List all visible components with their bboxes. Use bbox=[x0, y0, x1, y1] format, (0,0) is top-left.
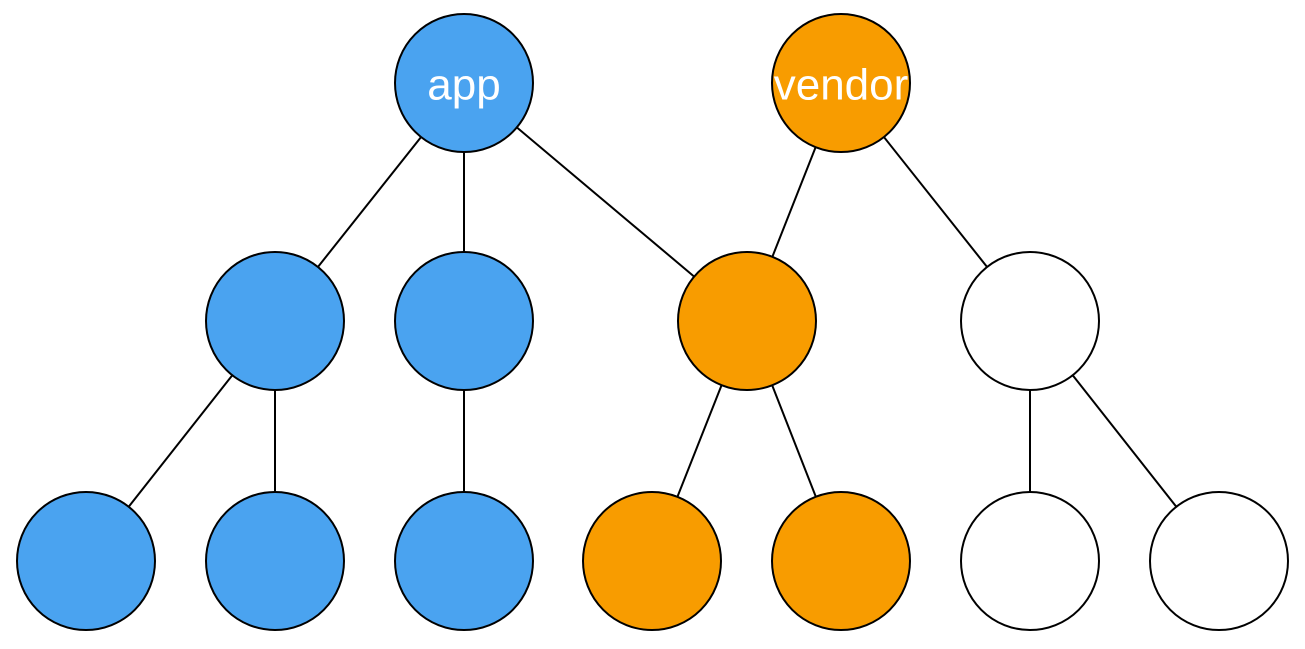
node-a12 bbox=[205, 491, 345, 631]
nodes-layer: app vendor bbox=[16, 13, 1289, 631]
node-app: app bbox=[394, 13, 534, 153]
node-s1 bbox=[677, 251, 817, 391]
node-circle-s1 bbox=[677, 251, 817, 391]
node-s12 bbox=[771, 491, 911, 631]
node-w1 bbox=[960, 251, 1100, 391]
node-circle-s11 bbox=[582, 491, 722, 631]
node-circle-s12 bbox=[771, 491, 911, 631]
node-circle-w12 bbox=[1149, 491, 1289, 631]
node-circle-a12 bbox=[205, 491, 345, 631]
node-w12 bbox=[1149, 491, 1289, 631]
edge-vendor-w1 bbox=[883, 136, 988, 268]
edge-a1-a11 bbox=[127, 374, 234, 508]
edge-s1-s12 bbox=[771, 384, 817, 498]
node-circle-w11 bbox=[960, 491, 1100, 631]
edge-app-s1 bbox=[516, 126, 695, 278]
node-a2 bbox=[394, 251, 534, 391]
node-circle-a1 bbox=[205, 251, 345, 391]
edge-app-a1 bbox=[317, 136, 422, 268]
node-circle-a11 bbox=[16, 491, 156, 631]
node-label-app: app bbox=[427, 61, 500, 110]
node-circle-a2 bbox=[394, 251, 534, 391]
node-vendor: vendor bbox=[771, 13, 911, 153]
edge-w1-w12 bbox=[1071, 374, 1178, 508]
node-w11 bbox=[960, 491, 1100, 631]
node-circle-a21 bbox=[394, 491, 534, 631]
node-circle-app bbox=[394, 13, 534, 153]
node-label-vendor: vendor bbox=[774, 61, 909, 110]
edge-s1-s11 bbox=[676, 384, 723, 498]
node-a21 bbox=[394, 491, 534, 631]
node-a11 bbox=[16, 491, 156, 631]
node-circle-vendor bbox=[771, 13, 911, 153]
edges-layer bbox=[127, 126, 1178, 508]
node-s11 bbox=[582, 491, 722, 631]
edge-vendor-s1 bbox=[771, 146, 817, 258]
node-circle-w1 bbox=[960, 251, 1100, 391]
node-a1 bbox=[205, 251, 345, 391]
